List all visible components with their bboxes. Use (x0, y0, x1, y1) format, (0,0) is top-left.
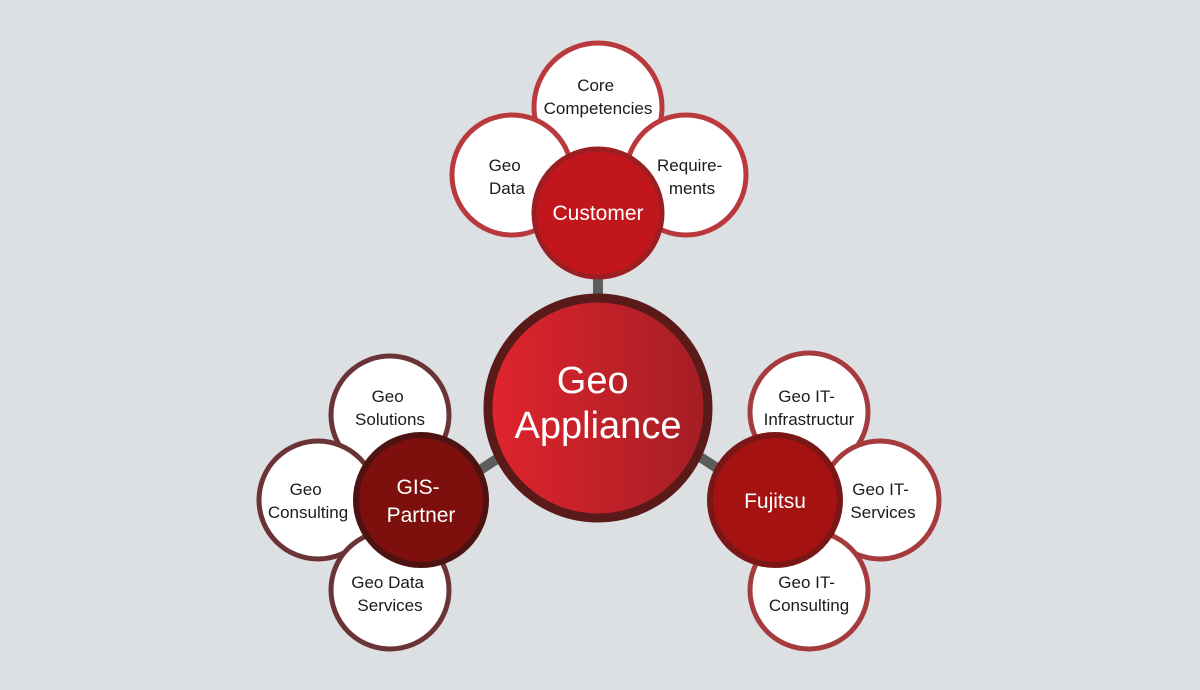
satellite-label-line: Geo (489, 156, 521, 175)
satellite-label-line: Infrastructur (764, 410, 855, 429)
satellite-label-line: Services (357, 596, 422, 615)
hub-label-line: Partner (387, 504, 456, 527)
hub-fujitsu: Fujitsu (707, 432, 843, 568)
svg-text:Geo IT- Services: Geo IT- Services (850, 480, 915, 522)
satellite-label-line: Geo IT- (852, 480, 909, 499)
hub-circle (707, 432, 843, 568)
satellite-label-line: Consulting (769, 596, 849, 615)
svg-text:Geo Data Services: Geo Data Services (351, 573, 429, 615)
hub-circle (531, 146, 665, 280)
satellite-label-line: Consulting (268, 503, 348, 522)
svg-text:Require- ments: Require- ments (657, 156, 727, 198)
center-label-line: Appliance (515, 405, 682, 447)
svg-text:Geo Consulting: Geo Consulting (268, 480, 348, 522)
group-gis-partner: Geo Solutions Geo Consulting Geo Data Se… (256, 353, 489, 652)
group-fujitsu: Geo IT- Infrastructur Geo IT- Services G… (707, 350, 942, 652)
satellite-label-line: Geo IT- (778, 387, 835, 406)
satellite-label-line: Competencies (544, 99, 653, 118)
satellite-label-line: Geo Data (351, 573, 424, 592)
satellite-label-line: Geo (372, 387, 404, 406)
svg-text:Fujitsu: Fujitsu (744, 490, 806, 513)
hub-label-line: GIS- (396, 476, 439, 499)
svg-text:Geo Solutions: Geo Solutions (355, 387, 425, 429)
satellite-label-line: Require- (657, 156, 722, 175)
center-geo-appliance: Geo Appliance (483, 293, 713, 523)
svg-text:GIS- Partner: GIS- Partner (387, 476, 456, 527)
hub-circle (353, 432, 489, 568)
satellite-label-line: Services (850, 503, 915, 522)
satellite-label-line: Geo (290, 480, 322, 499)
hub-label-line: Fujitsu (744, 490, 806, 513)
svg-text:Geo Appliance: Geo Appliance (515, 360, 682, 447)
satellite-label-line: Geo IT- (778, 573, 835, 592)
hub-customer: Customer (531, 146, 665, 280)
svg-text:Geo Data: Geo Data (489, 156, 526, 198)
satellite-label-line: ments (669, 179, 715, 198)
hub-label-line: Customer (552, 202, 643, 225)
satellite-label-line: Data (489, 179, 525, 198)
group-customer: Core Competencies Geo Data Require- ment… (449, 40, 749, 280)
svg-text:Core Competencies: Core Competencies (544, 76, 653, 118)
center-circle (483, 293, 713, 523)
hub-gis-partner: GIS- Partner (353, 432, 489, 568)
svg-text:Geo IT- Infrastructur: Geo IT- Infrastructur (764, 387, 855, 429)
satellite-core-competencies: Core Competencies (531, 40, 665, 174)
satellite-label-line: Core (577, 76, 614, 95)
svg-text:Customer: Customer (552, 202, 643, 225)
svg-text:Geo IT- Consulting: Geo IT- Consulting (769, 573, 849, 615)
satellite-label-line: Solutions (355, 410, 425, 429)
center-label-line: Geo (557, 360, 629, 402)
